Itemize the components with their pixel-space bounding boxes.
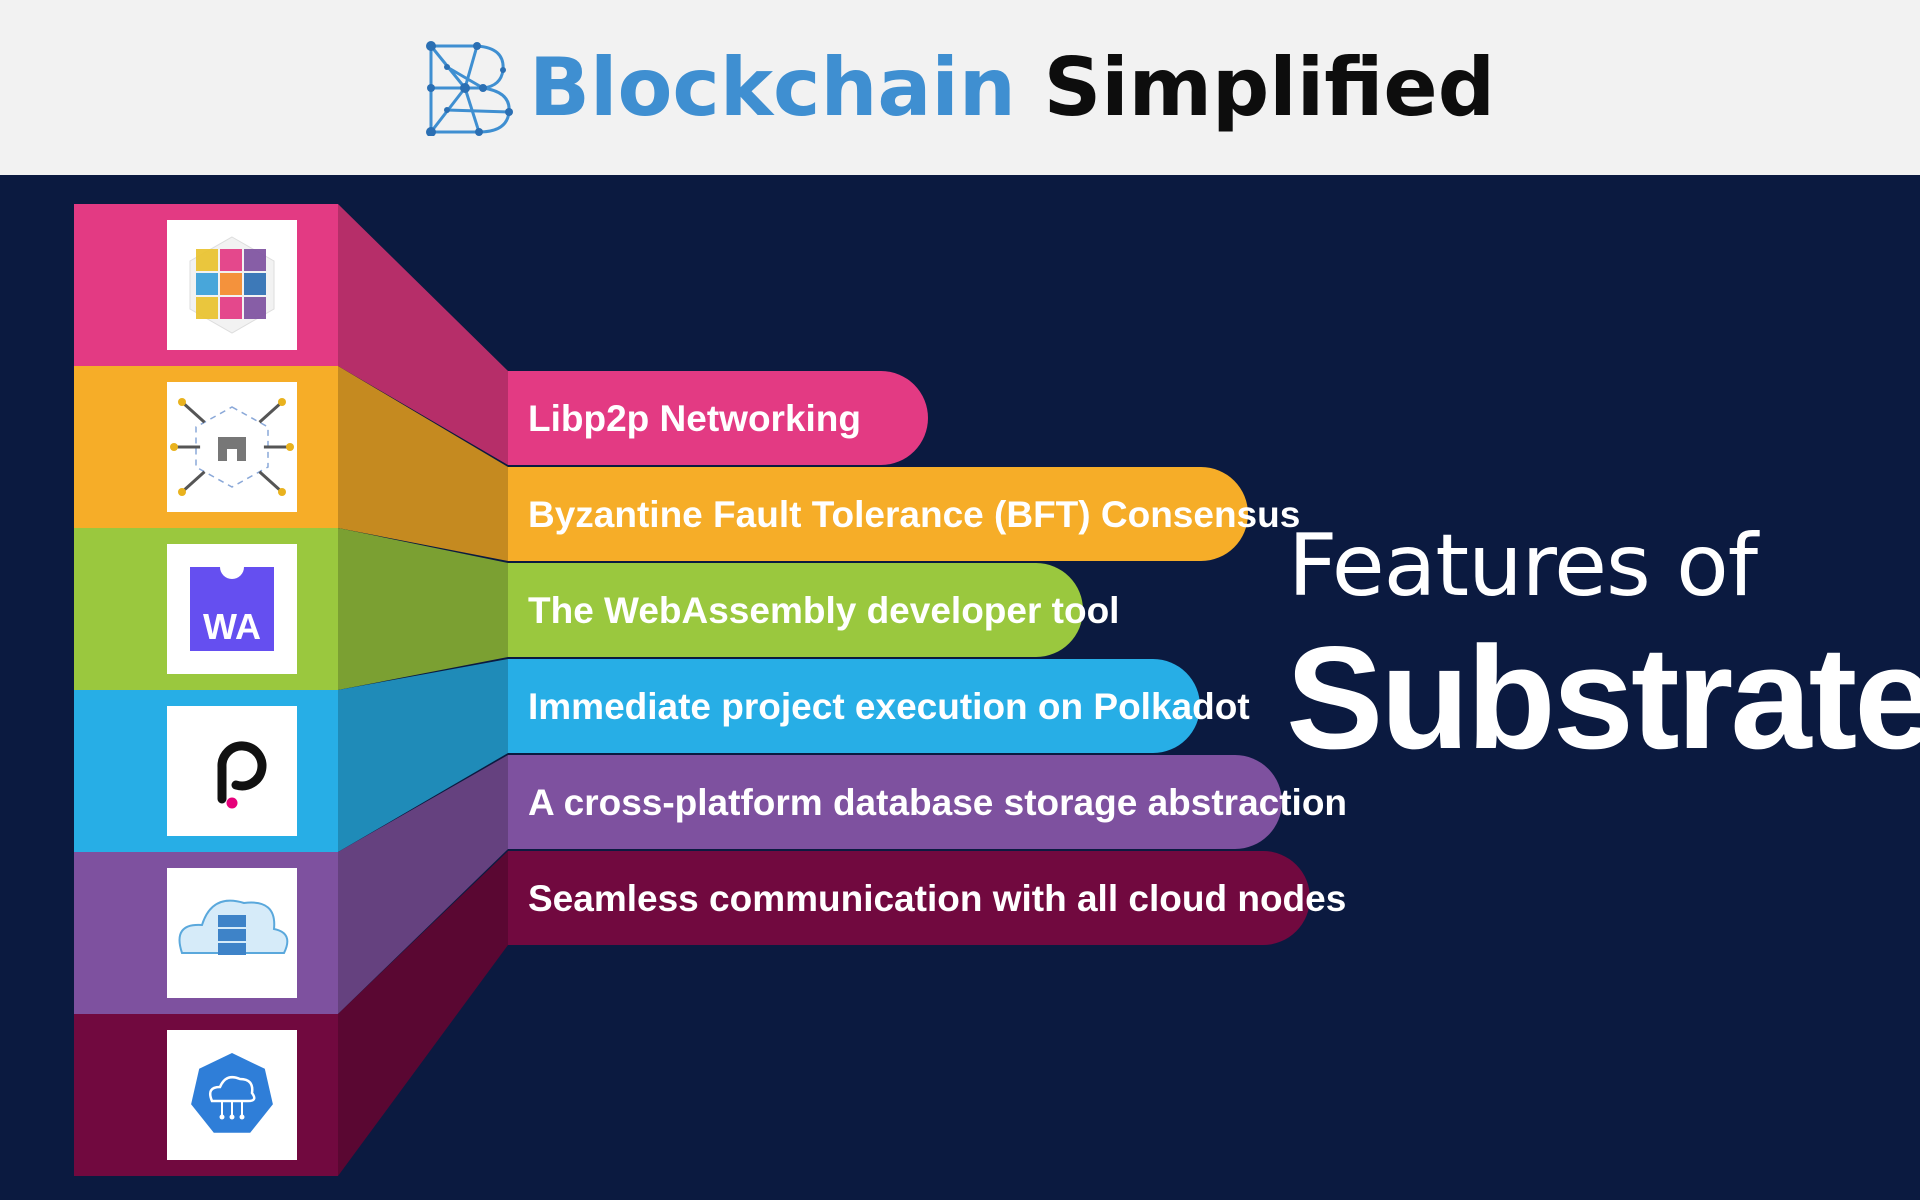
feature-icons: WA xyxy=(167,220,297,1160)
brand-word-simplified: Simplified xyxy=(1043,41,1495,134)
funnel-connector xyxy=(338,659,508,852)
feature-pill: The WebAssembly developer tool xyxy=(508,563,1119,657)
brand-word-blockchain: Blockchain xyxy=(529,41,1016,134)
castle-swords-icon xyxy=(167,382,297,512)
feature-label: Seamless communication with all cloud no… xyxy=(528,878,1346,919)
feature-pill: A cross-platform database storage abstra… xyxy=(508,755,1347,849)
feature-label: The WebAssembly developer tool xyxy=(528,590,1119,631)
brand-text: Blockchain Simplified xyxy=(529,41,1495,134)
header-bar xyxy=(0,0,1920,175)
pill-shape xyxy=(508,371,928,465)
feature-label: Immediate project execution on Polkadot xyxy=(528,686,1250,727)
cube-blocks-icon xyxy=(167,220,297,350)
heading-line-2: Substrate xyxy=(1286,616,1920,779)
feature-pill: Byzantine Fault Tolerance (BFT) Consensu… xyxy=(508,467,1300,561)
funnel-connector xyxy=(338,528,508,690)
feature-label: Byzantine Fault Tolerance (BFT) Consensu… xyxy=(528,494,1300,535)
webassembly-icon: WA xyxy=(167,544,297,674)
pill-shape xyxy=(508,467,1248,561)
svg-text:WA: WA xyxy=(203,606,261,647)
feature-pill: Seamless communication with all cloud no… xyxy=(508,851,1346,945)
pill-shape xyxy=(508,563,1083,657)
feature-pill: Immediate project execution on Polkadot xyxy=(508,659,1250,753)
brand-title: Blockchain Simplified xyxy=(0,0,1920,175)
funnel-connectors xyxy=(338,204,508,1176)
cloud-database-icon xyxy=(167,868,297,998)
features-diagram: Seamless communication with all cloud no… xyxy=(74,204,1347,1176)
feature-pills: Seamless communication with all cloud no… xyxy=(508,371,1347,945)
funnel-connector xyxy=(338,204,508,465)
funnel-connector xyxy=(338,755,508,1014)
feature-label: Libp2p Networking xyxy=(528,398,861,439)
feature-pill: Libp2p Networking xyxy=(508,371,928,465)
network-letter-b-icon xyxy=(426,40,514,136)
heading-line-1: Features of xyxy=(1288,516,1758,616)
feature-label: A cross-platform database storage abstra… xyxy=(528,782,1347,823)
funnel-connector xyxy=(338,851,508,1176)
pill-shape xyxy=(508,851,1310,945)
funnel-connector xyxy=(338,366,508,561)
pill-shape xyxy=(508,755,1282,849)
pill-shape xyxy=(508,659,1200,753)
cloud-network-icon xyxy=(167,1030,297,1160)
polkadot-icon xyxy=(167,706,297,836)
